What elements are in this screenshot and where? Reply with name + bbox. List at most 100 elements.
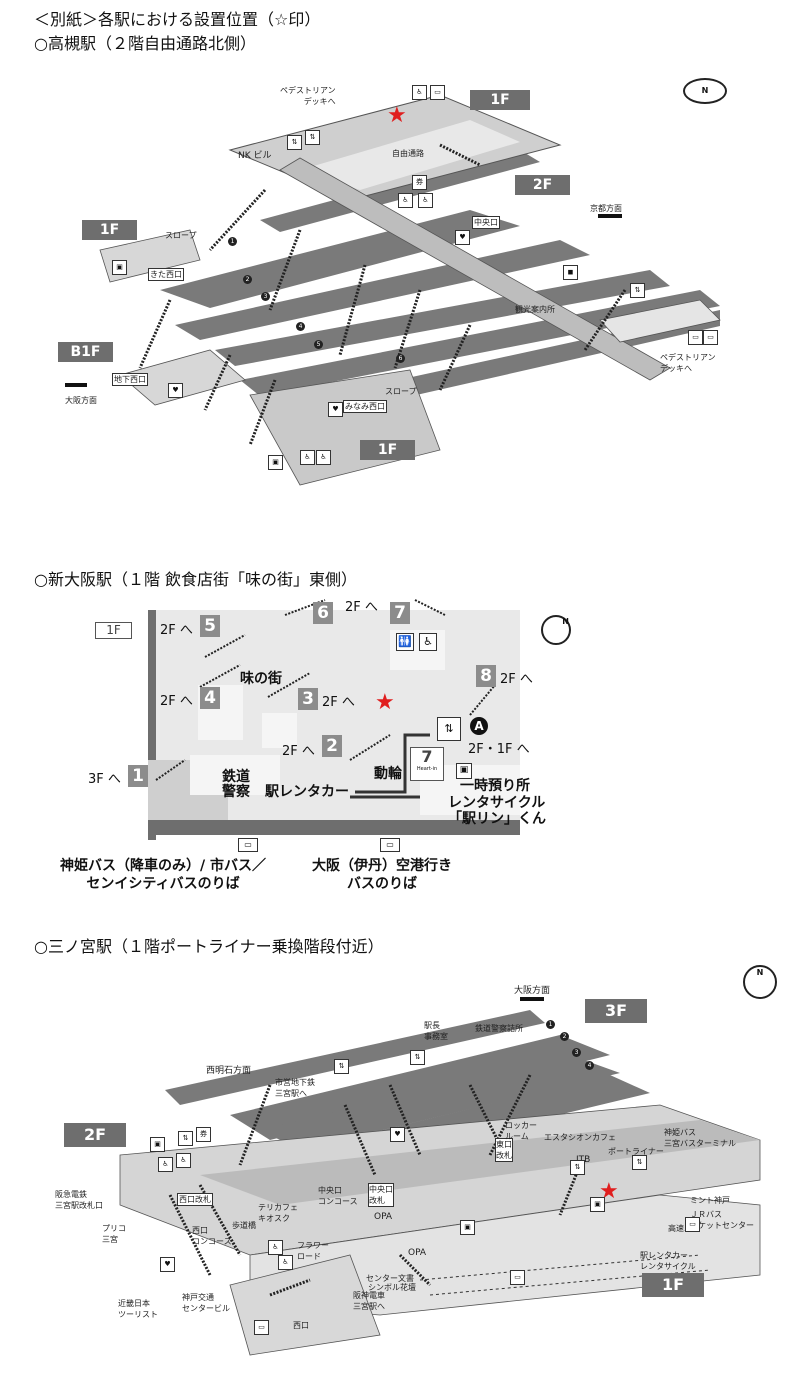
ticket-office-icon: 券 [412,175,427,190]
marker-a-label: 2F・1F へ [468,742,530,757]
locker-room-label: ロッカー ルーム [505,1121,537,1141]
escalator-3-label: 2F へ [322,695,355,710]
center-street-label: センター文書 [366,1274,414,1283]
jr-bus-ticket-label: ＪＲバス チケットセンター [690,1210,754,1230]
escalator-number-1: 1 [128,765,148,787]
compass-icon: N [743,965,777,999]
osaka-direction-label: 大阪方面 [514,986,551,996]
seven-sub: Heart-in [416,766,438,772]
escalator-number-5: 5 [200,615,220,637]
platform-band [165,1010,545,1105]
convenience-store-icon: 7 Heart-in [410,747,444,781]
estacion-cafe-label: エスタシオンカフェ [544,1133,616,1142]
osaka-arrow-icon [65,383,87,387]
platform-band [215,270,670,366]
south-deck [599,299,721,343]
floor-tag-2f: 2F [515,175,570,195]
platform-number: 1 [228,237,237,246]
luggage-icon: ▣ [456,763,472,779]
eki-rentacar-label: 駅レンタカー [265,784,349,800]
platform-number: 1 [546,1020,555,1029]
stair [198,1184,242,1256]
bus-icon: ▭ [703,330,718,345]
east-gate-label: 東口 改札 [495,1138,513,1162]
passage-diagonal [279,157,671,381]
mint-kobe-label: ミント神戸 [690,1196,730,1205]
takatsuki-map: 1F 2F 1F B1F 1F N ★ ペデストリアン デッキへ NK ビル 自… [0,50,803,500]
locker-icon: ▣ [268,455,283,470]
station-office-label: 駅長 事務室 [424,1021,448,1041]
escalator-1-label: 3F へ [88,772,121,787]
sannomiya-map: 3F 2F 1F N ★ 1 2 3 4 大阪方面 西明石方面 駅長 事務室 鉄… [0,955,803,1374]
stair [338,264,367,356]
stair [269,1278,311,1297]
atm-icon: ◼ [563,265,578,280]
marker-a: A [470,717,488,735]
platform-number: 3 [261,292,270,301]
slope-label-1: スロープ [165,231,197,240]
opa-label-1: OPA [374,1212,393,1222]
toilet-icon: ♿ [398,193,413,208]
stair [343,1104,377,1176]
stair [438,324,472,391]
elevator-icon: ⇅ [632,1155,647,1170]
locker-icon: ▣ [112,260,127,275]
platform-band [230,1035,610,1140]
escalator-number-2: 2 [322,735,342,757]
platform-band [260,1055,620,1150]
west-gate-label: 西口改札 [177,1193,213,1206]
stair [238,1084,272,1166]
aji-no-machi-label: 味の街 [240,671,282,687]
compass-label: N [562,617,569,626]
floor-tag-1f-left: 1F [82,220,137,240]
elevator-icon: ⇅ [437,717,461,741]
stair [208,188,267,252]
shinosaka-map: 1F N 1 3F へ 2 2F へ 3 2F へ 4 2F へ 5 2F へ … [0,585,803,905]
sannomiya-title: ○三ノ宮駅（１階ポートライナー乗換階段付近） [34,937,384,956]
compass-icon: N [541,615,571,645]
south-wall [148,820,520,835]
tourist-info-label: 観光案内所 [515,305,555,314]
locker-icon: ▣ [460,1220,475,1235]
chika-nishi-exit-label: 地下西口 [112,373,148,386]
portliner-label: ポートライナー [608,1147,664,1156]
minami-nishi-exit-label: みなみ西口 [343,400,387,413]
deck-north-label: ペデストリアン デッキへ [280,86,336,106]
free-passage [300,120,520,190]
kyoto-direction-label: 京都方面 [590,204,622,213]
escalator-number-6: 6 [313,602,333,624]
symbol-flowerbed-label: シンボル花壇 [368,1283,416,1292]
rental-cycle-label: レンタサイクル 「駅リン」くん [448,795,546,827]
central-concourse-label: 中央口 コンコース [318,1186,358,1206]
accessible-icon: ♿ [176,1153,191,1168]
takatsuki-map-drawing [99,94,721,486]
floor-tag-1f: 1F [642,1273,704,1297]
platform-band [240,290,720,396]
dourin-label: 動輪 [374,766,402,782]
locker-icon: ▣ [150,1137,165,1152]
seven-logo: 7 [421,747,433,766]
toilet-icon: 🚻 [396,633,414,651]
floor-tag-1f-top: 1F [470,90,530,110]
platform-number: 4 [296,322,305,331]
osaka-arrow-icon [520,997,544,1001]
railway-police-label: 鉄道 警察 [222,769,250,800]
stair [388,1084,422,1156]
escalator-number-4: 4 [200,687,220,709]
escalator-4-label: 2F へ [160,694,193,709]
escalator-6-label: 2F へ [345,600,378,615]
accessible-icon: ♿ [316,450,331,465]
bus-stop-left-label: 神姫バス（降車のみ）/ 市バス／ センイシティバスのりば [60,858,266,892]
escalator-1 [155,759,186,781]
floor-tag-1f: 1F [95,622,132,639]
stair [168,1194,212,1276]
bus-icon: ▭ [688,330,703,345]
central-gate-label: 中央口 改札 [368,1183,394,1207]
escalator-number-7: 7 [390,602,410,624]
accessible-icon: ♿ [278,1255,293,1270]
route-arrow [355,733,430,794]
bus-lane [419,1254,701,1281]
escalator-8 [469,684,496,716]
elevator-icon: ⇅ [334,1059,349,1074]
bus-icon: ▭ [254,1320,269,1335]
